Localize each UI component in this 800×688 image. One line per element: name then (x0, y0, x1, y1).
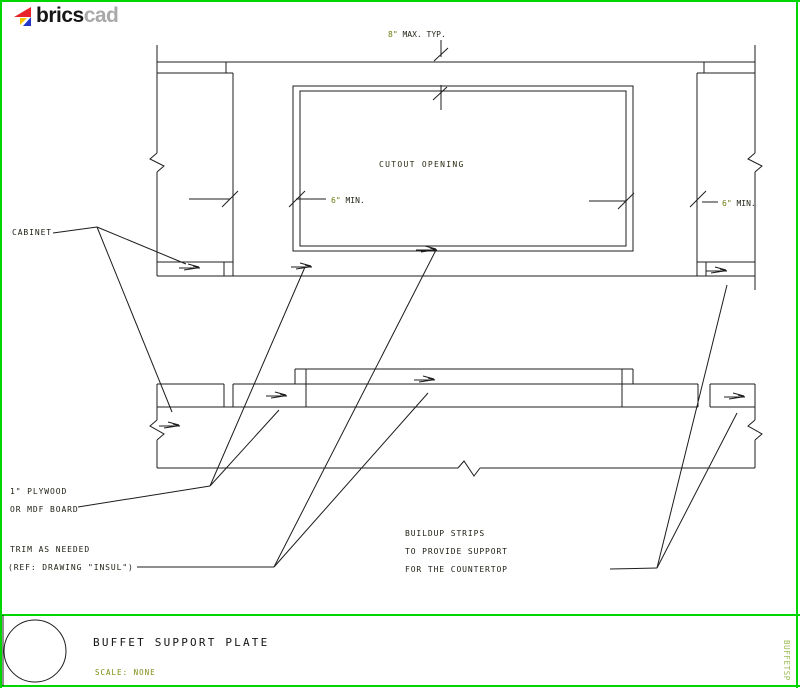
dimension-6-min-right (589, 190, 718, 210)
arrow-marker (178, 263, 201, 271)
title-block-stamp-circle (3, 619, 67, 683)
logo-text-cad: cad (83, 4, 119, 27)
filename-vertical-label: BUFFETSP (782, 640, 791, 681)
arrow-marker (705, 266, 728, 274)
leader-plywood (77, 266, 306, 508)
arrow-marker (265, 391, 288, 399)
cutout-inner-rect (299, 90, 627, 247)
cutout-opening-label: CUTOUT OPENING (379, 160, 465, 169)
buildup-label-line1: BUILDUP STRIPS (405, 529, 485, 538)
leader-cabinet (52, 226, 187, 413)
cutout-outer-rect (292, 85, 634, 252)
trim-label-line2: (REF: DRAWING "INSUL") (8, 563, 134, 572)
break-symbol (149, 152, 165, 173)
trim-label-line1: TRIM AS NEEDED (10, 545, 90, 554)
dimension-8-max (432, 40, 449, 110)
leader-trim (137, 249, 437, 568)
bricscad-logo-icon (14, 7, 31, 26)
arrow-marker (723, 392, 746, 400)
title-block (2, 615, 67, 686)
dim-6-min-left-label: 6" MIN. (331, 196, 365, 205)
cabinet-label: CABINET (12, 228, 52, 237)
dim-6-min-right-label: 6" MIN. (722, 199, 756, 208)
plan-view (149, 45, 763, 290)
plywood-label-line2: OR MDF BOARD (10, 505, 79, 514)
bricscad-logo: bricscad (12, 4, 119, 28)
break-symbol (747, 419, 763, 441)
break-symbol (457, 460, 481, 477)
dimension-6-min-left (189, 190, 326, 208)
break-symbol (747, 152, 763, 173)
buildup-label-line2: TO PROVIDE SUPPORT (405, 547, 508, 556)
arrow-marker (290, 262, 313, 270)
dim-8-max-label: 8" MAX. TYP. (388, 30, 446, 39)
arrow-marker (413, 375, 436, 383)
scale-label: SCALE: NONE (95, 668, 156, 677)
logo-text-brics: brics (36, 4, 84, 27)
section-view (149, 368, 763, 477)
leader-buildup (609, 284, 738, 570)
break-symbol (149, 419, 165, 441)
bricscad-logo-text: bricscad (36, 4, 119, 28)
sheet-title: BUFFET SUPPORT PLATE (93, 636, 269, 649)
buildup-label-line3: FOR THE COUNTERTOP (405, 565, 508, 574)
arrow-marker (158, 421, 181, 429)
plywood-label-line1: 1" PLYWOOD (10, 487, 67, 496)
